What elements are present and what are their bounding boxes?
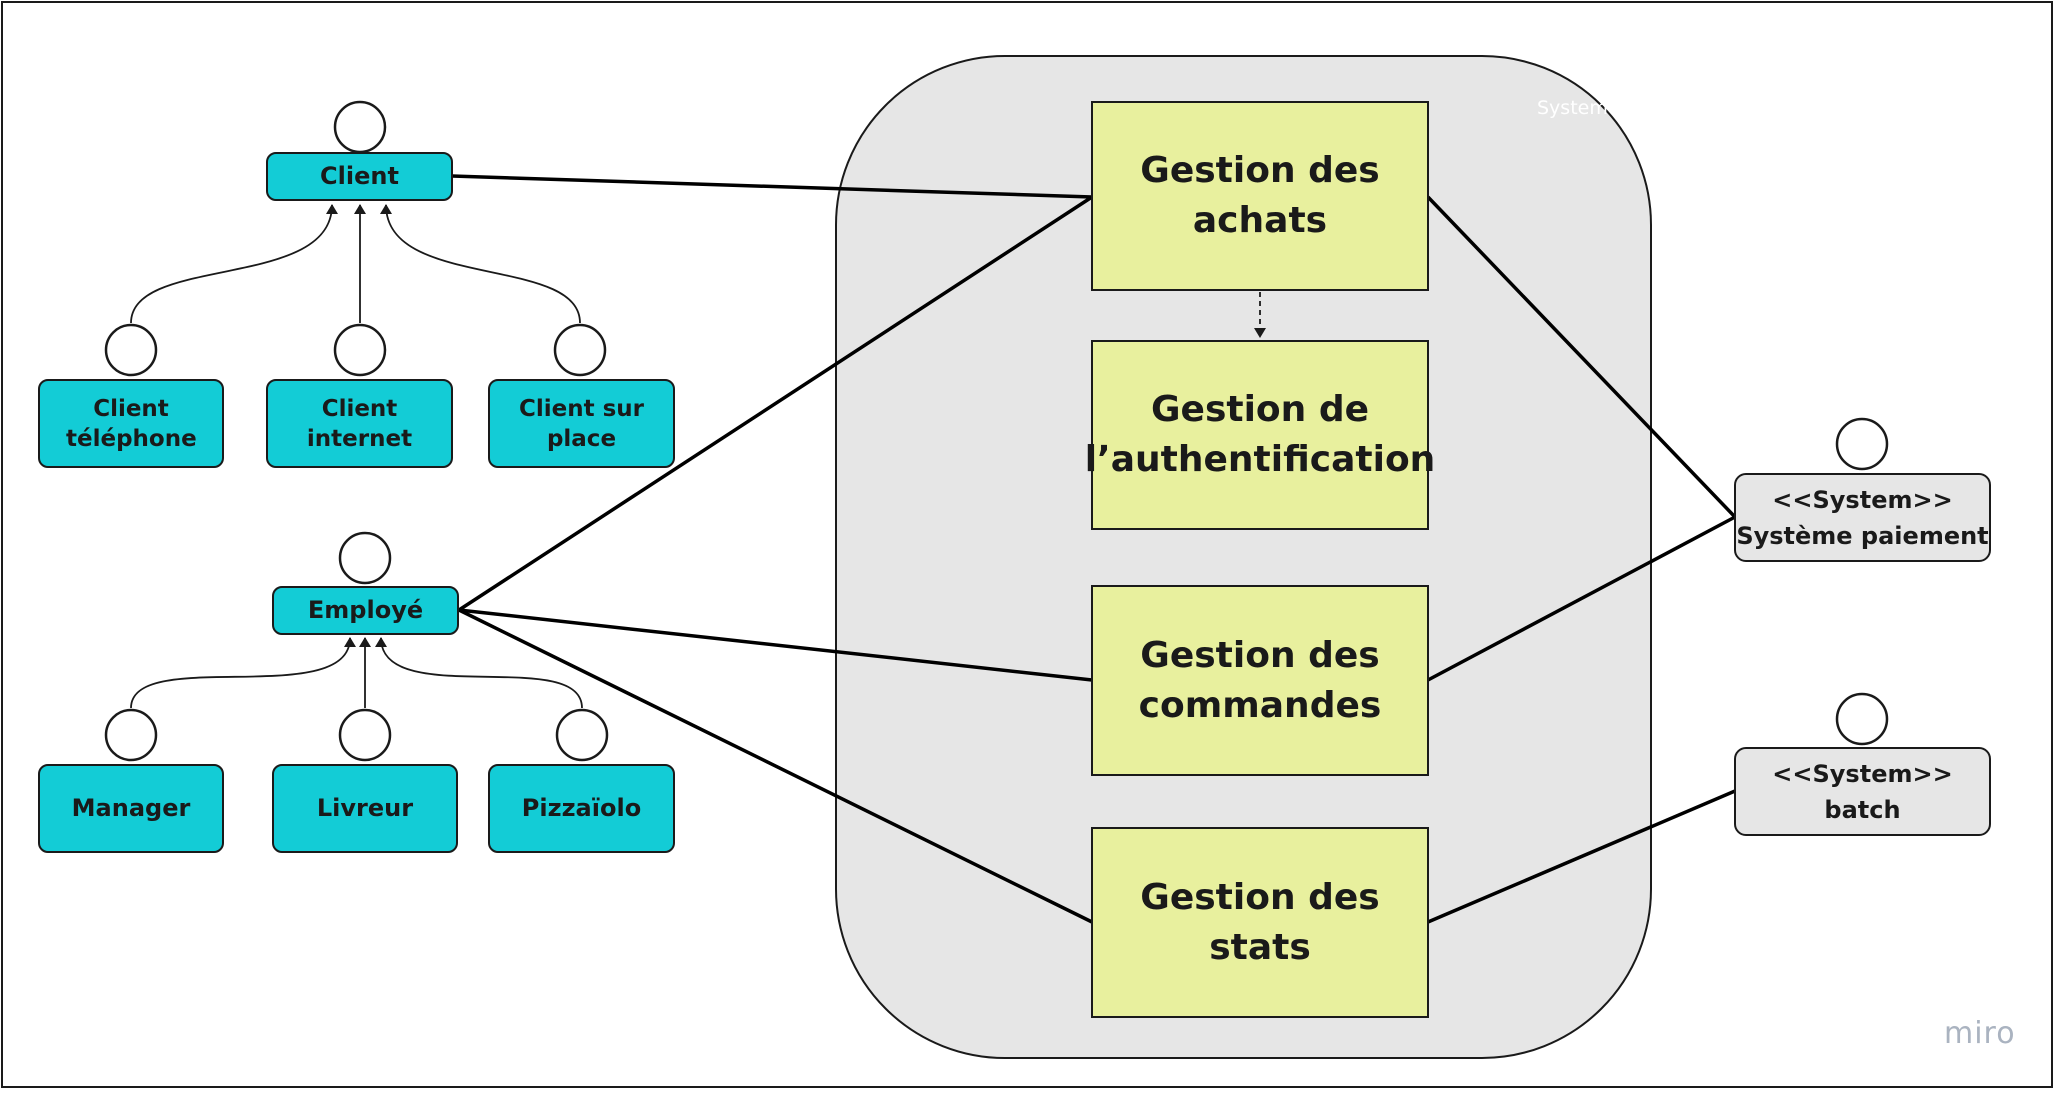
- livreur-head-icon: [338, 708, 392, 762]
- batch-head-icon: [1835, 692, 1889, 746]
- actor-client-telephone[interactable]: Client téléphone: [38, 379, 224, 468]
- generalization-client-telephone: [130, 204, 338, 324]
- association-employe-commandes: [458, 608, 1093, 682]
- usecase-label: Gestion des stats: [1140, 876, 1380, 968]
- association-employe-stats: [458, 608, 1093, 924]
- actor-client-internet[interactable]: Client internet: [266, 379, 453, 468]
- actor-client[interactable]: Client: [266, 152, 453, 201]
- actor-label: Client internet: [306, 395, 413, 452]
- actor-label: Livreur: [316, 794, 414, 822]
- generalization-pizzaiolo: [375, 637, 583, 709]
- generalization-client-sur-place: [380, 204, 581, 324]
- client-telephone-head-icon: [104, 323, 158, 377]
- usecase-gestion-commandes[interactable]: Gestion des commandes: [1091, 585, 1429, 776]
- usecase-label: Gestion des achats: [1140, 150, 1380, 241]
- actor-employe[interactable]: Employé: [272, 586, 459, 635]
- system-boundary-label: System: [1537, 97, 1608, 119]
- system-name: batch: [1824, 795, 1901, 824]
- actor-manager[interactable]: Manager: [38, 764, 224, 853]
- client-head-icon: [333, 100, 387, 154]
- client-internet-head-icon: [333, 323, 387, 377]
- actor-pizzaiolo[interactable]: Pizzaïolo: [488, 764, 675, 853]
- usecase-gestion-stats[interactable]: Gestion des stats: [1091, 827, 1429, 1018]
- systeme-paiement-head-icon: [1835, 417, 1889, 471]
- system-stereotype: <<System>>: [1772, 759, 1953, 788]
- actor-label: Client: [320, 162, 399, 190]
- miro-watermark: miro: [1944, 1016, 2016, 1051]
- actor-client-sur-place[interactable]: Client sur place: [488, 379, 675, 468]
- usecase-gestion-authentification[interactable]: Gestion de l’authentification: [1085, 340, 1435, 530]
- association-stats-batch: [1427, 789, 1736, 924]
- actor-livreur[interactable]: Livreur: [272, 764, 458, 853]
- system-paiement[interactable]: <<System>> Système paiement: [1734, 473, 1991, 562]
- association-achats-paiement: [1426, 195, 1737, 519]
- actor-label: Employé: [307, 596, 424, 624]
- actor-label: Client sur place: [518, 395, 645, 452]
- usecase-gestion-achats[interactable]: Gestion des achats: [1091, 101, 1429, 291]
- system-stereotype: <<System>>: [1772, 485, 1953, 514]
- association-commandes-paiement: [1427, 515, 1736, 682]
- generalization-manager: [130, 637, 356, 709]
- usecase-label: Gestion de l’authentification: [1084, 389, 1436, 480]
- employe-head-icon: [338, 531, 392, 585]
- actor-label: Manager: [71, 794, 191, 822]
- pizzaiolo-head-icon: [555, 708, 609, 762]
- system-batch[interactable]: <<System>> batch: [1734, 747, 1991, 836]
- client-sur-place-head-icon: [553, 323, 607, 377]
- actor-label: Client téléphone: [66, 395, 197, 452]
- system-name: Système paiement: [1736, 521, 1989, 550]
- usecase-label: Gestion des commandes: [1138, 634, 1382, 726]
- manager-head-icon: [104, 708, 158, 762]
- association-employe-achats: [458, 195, 1093, 612]
- actor-label: Pizzaïolo: [521, 794, 642, 822]
- association-client-achats: [451, 174, 1093, 199]
